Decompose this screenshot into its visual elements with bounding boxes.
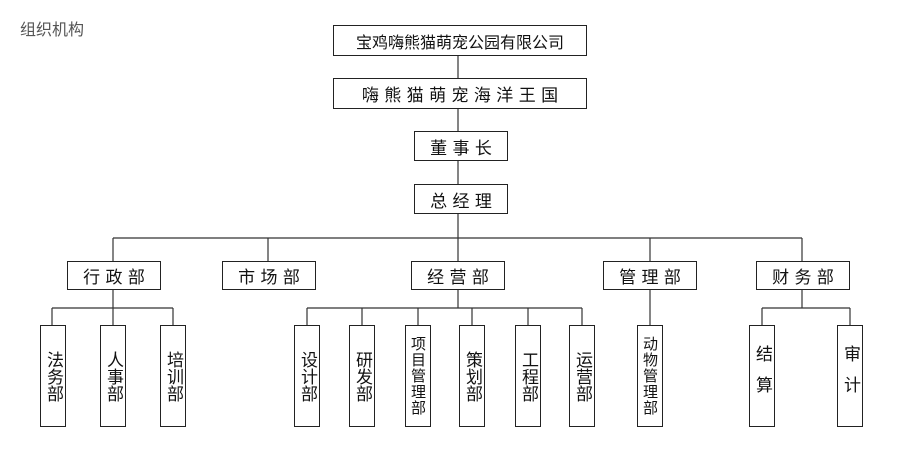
dept-market-box: 市 场 部 [222, 261, 316, 290]
unit-settlement-box: 结算 [749, 325, 775, 427]
dept-management-box: 管 理 部 [603, 261, 697, 290]
company-root-box: 宝鸡嗨熊猫萌宠公园有限公司 [333, 25, 587, 56]
unit-animal-mgmt-box: 动物管理部 [637, 325, 663, 427]
dept-operations-box: 经 营 部 [411, 261, 505, 290]
unit-training-box: 培训部 [160, 325, 186, 427]
dept-admin-box: 行 政 部 [67, 261, 161, 290]
ocean-kingdom-box: 嗨 熊 猫 萌 宠 海 洋 王 国 [333, 78, 587, 109]
unit-engineering-box: 工程部 [515, 325, 541, 427]
unit-design-box: 设计部 [294, 325, 320, 427]
unit-project-mgmt-box: 项目管理部 [405, 325, 431, 427]
unit-rnd-box: 研发部 [349, 325, 375, 427]
chairman-box: 董 事 长 [414, 131, 508, 161]
unit-audit-box: 审计 [837, 325, 863, 427]
unit-planning-box: 策划部 [459, 325, 485, 427]
unit-legal-box: 法务部 [40, 325, 66, 427]
page-title: 组织机构 [20, 20, 85, 39]
unit-hr-box: 人事部 [100, 325, 126, 427]
dept-finance-box: 财 务 部 [756, 261, 850, 290]
general-manager-box: 总 经 理 [414, 184, 508, 214]
unit-operations-box: 运营部 [569, 325, 595, 427]
